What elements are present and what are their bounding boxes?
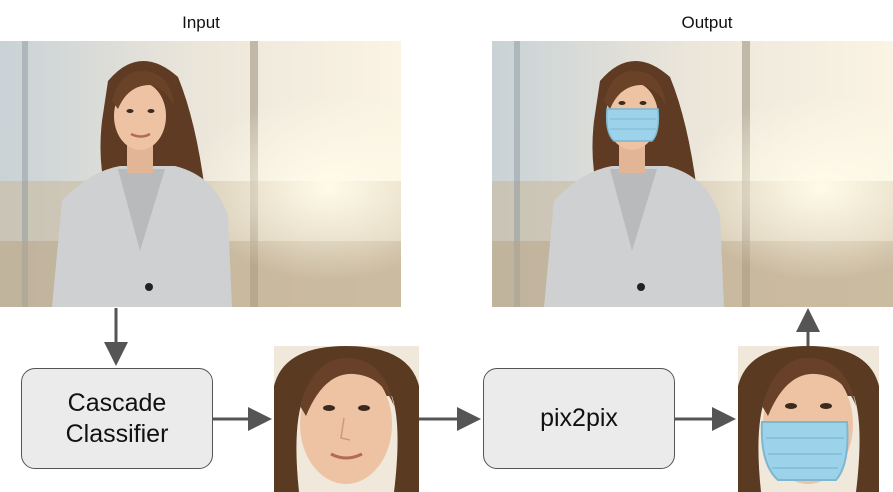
cascade-label-line1: Cascade <box>67 388 167 417</box>
input-label: Input <box>182 13 220 32</box>
cascade-label-line2: Classifier <box>65 419 169 448</box>
input-photo <box>0 41 401 307</box>
face-crop <box>274 346 419 492</box>
pix2pix-label: pix2pix <box>540 404 618 432</box>
output-label: Output <box>681 13 733 32</box>
output-photo <box>492 41 893 307</box>
masked-face-crop <box>738 346 879 492</box>
cascade-classifier-box: Cascade Classifier <box>21 368 213 469</box>
pix2pix-box: pix2pix <box>483 368 675 469</box>
